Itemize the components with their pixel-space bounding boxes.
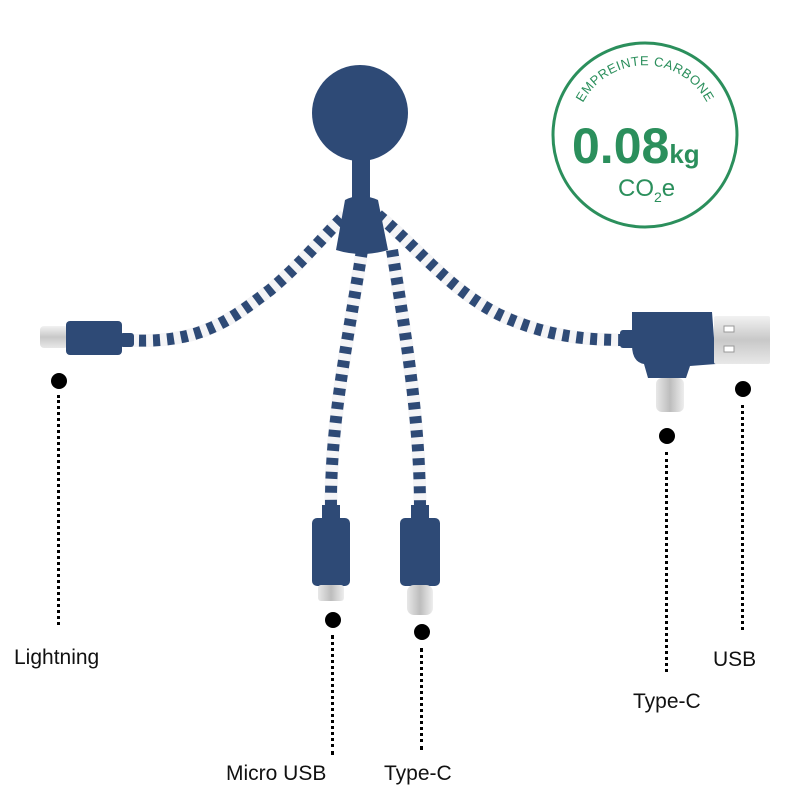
- type-c-center-label: Type-C: [384, 762, 452, 785]
- micro-usb-leader-line: [331, 635, 334, 755]
- badge-value: 0.08kg: [572, 118, 700, 174]
- type-c-right-label: Type-C: [633, 690, 701, 713]
- micro-usb-connector: [312, 505, 350, 601]
- lightning-label: Lightning: [14, 646, 100, 669]
- type-c-center-leader-line: [420, 648, 423, 750]
- lightning-leader-line: [57, 395, 60, 625]
- type-c-right-leader-line: [665, 452, 668, 672]
- carbon-footprint-badge: EMPREINTE CARBONE 0.08kg CO2e: [551, 41, 739, 229]
- hub-body: [312, 65, 408, 254]
- usb-typec-combo-connector: [620, 312, 770, 412]
- lightning-connector: [40, 321, 134, 355]
- type-c-center-marker-dot: [414, 624, 430, 640]
- micro-usb-marker-dot: [325, 612, 341, 628]
- usb-label: USB: [713, 648, 757, 671]
- badge-gas: CO2e: [618, 175, 675, 205]
- lightning-marker-dot: [51, 373, 67, 389]
- usb-marker-dot: [735, 381, 751, 397]
- usb-leader-line: [741, 405, 744, 630]
- type-c-connector: [400, 505, 440, 615]
- type-c-right-marker-dot: [659, 428, 675, 444]
- micro-usb-label: Micro USB: [226, 762, 327, 785]
- braided-cables: [124, 210, 629, 509]
